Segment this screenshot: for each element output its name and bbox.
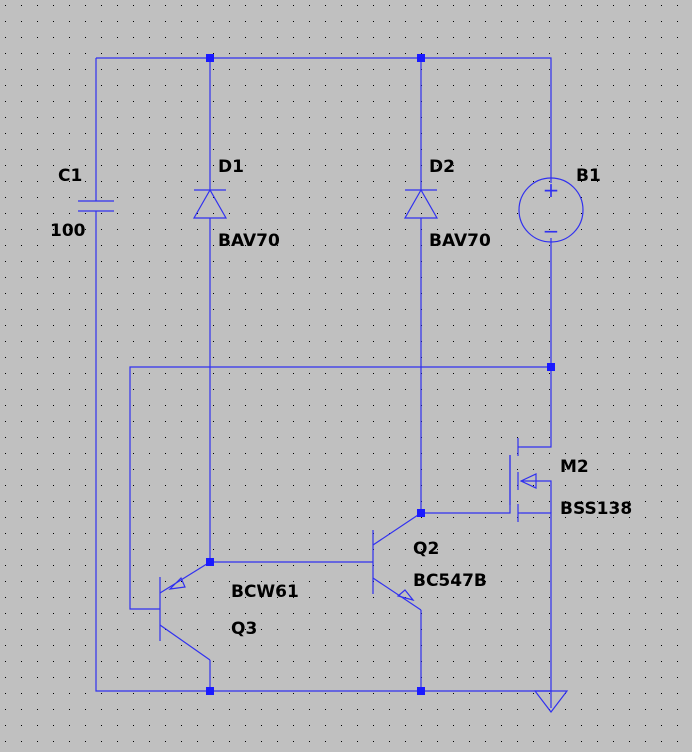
m2-value-label: BSS138 [560, 499, 632, 519]
b1-plus-sign: + [543, 178, 560, 202]
top-rail-wire [96, 57, 552, 183]
d1-ref-label: D1 [218, 157, 244, 177]
transistor-q3[interactable] [159, 561, 211, 661]
q2-ref-label: Q2 [413, 539, 439, 559]
m2-ref-label: M2 [560, 457, 589, 477]
left-rail-wire [95, 58, 552, 708]
junction-dot [547, 363, 555, 371]
junction-dot [417, 509, 425, 517]
d2-ref-label: D2 [429, 157, 455, 177]
ground-symbol [533, 690, 569, 713]
q3-value-label: BCW61 [231, 582, 299, 602]
diode-d1[interactable] [192, 188, 228, 219]
capacitor-c1[interactable] [78, 200, 114, 212]
junction-dot [417, 687, 425, 695]
b1-ref-label: B1 [576, 166, 601, 186]
transistor-q2[interactable] [372, 512, 422, 611]
c1-value-label: 100 [50, 221, 86, 241]
d2-value-label: BAV70 [429, 231, 491, 251]
c1-ref-label: C1 [58, 166, 82, 186]
junction-dot [206, 558, 214, 566]
diode-d2[interactable] [403, 188, 439, 219]
component-labels: C1 100 D1 BAV70 D2 BAV70 B1 M2 BSS138 Q2… [50, 157, 632, 639]
mosfet-m2[interactable] [509, 438, 552, 522]
junction-dot [417, 54, 425, 62]
d1-value-label: BAV70 [218, 231, 280, 251]
b1-drain-wire [521, 238, 552, 448]
q3-ref-label: Q3 [231, 619, 257, 639]
voltage-source-b1[interactable]: + − [518, 177, 584, 243]
junction-dot [206, 687, 214, 695]
junction-dot [206, 54, 214, 62]
b1-minus-sign: − [543, 219, 560, 243]
q3-base-loop-wire [129, 366, 551, 610]
q2-value-label: BC547B [413, 571, 487, 591]
junctions [206, 54, 555, 695]
